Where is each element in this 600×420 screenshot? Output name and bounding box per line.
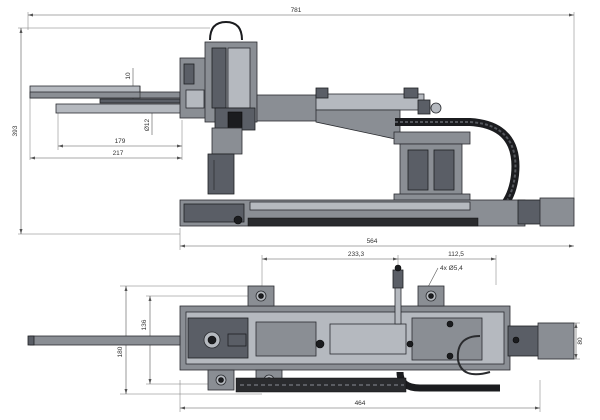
top-frame bbox=[179, 305, 511, 371]
dim-overall-width: 781 bbox=[27, 7, 575, 200]
dim-base-length-564: 564 bbox=[179, 228, 574, 250]
top-motor bbox=[507, 322, 575, 360]
dim-left-offset: 233,3 bbox=[261, 251, 399, 290]
dim-464-label: 464 bbox=[355, 400, 366, 407]
dim-781-label: 781 bbox=[291, 7, 302, 14]
dim-80-label: 80 bbox=[577, 337, 584, 345]
dim-180-label: 180 bbox=[117, 346, 124, 357]
dim-393-label: 393 bbox=[12, 125, 19, 136]
dim-overall-height: 393 bbox=[12, 27, 210, 235]
dim-finger-diameter: Ø12 bbox=[144, 110, 153, 135]
dim-d12-label: Ø12 bbox=[144, 118, 151, 131]
dim-233-label: 233,3 bbox=[348, 251, 365, 258]
sensor-post bbox=[392, 264, 404, 325]
gripper-head bbox=[179, 20, 258, 195]
side-view: 781 393 10 Ø12 179 bbox=[12, 7, 575, 250]
cable-loop bbox=[456, 335, 491, 376]
base-rail bbox=[179, 199, 526, 227]
dim-564-label: 564 bbox=[367, 238, 378, 245]
top-cable-chain bbox=[235, 371, 500, 393]
mounting-ears bbox=[207, 285, 445, 391]
dim-finger-length-179: 179 bbox=[57, 112, 183, 160]
dim-217-label: 217 bbox=[113, 150, 124, 157]
dim-136-label: 136 bbox=[141, 319, 148, 330]
top-finger-rod bbox=[27, 335, 181, 346]
dim-179-label: 179 bbox=[115, 138, 126, 145]
top-view: 233,3 112,5 4x Ø5,4 180 136 bbox=[27, 251, 584, 412]
dim-holes-label: 4x Ø5,4 bbox=[440, 265, 463, 272]
dim-finger-length-217: 217 bbox=[29, 96, 182, 160]
pedestal bbox=[393, 131, 471, 203]
gripper-fingers bbox=[29, 85, 183, 114]
dim-10-label: 10 bbox=[125, 72, 132, 80]
dim-right-offset: 112,5 bbox=[398, 251, 497, 285]
dim-112-label: 112,5 bbox=[448, 251, 464, 258]
motor bbox=[517, 197, 575, 227]
dim-base-464: 464 bbox=[179, 380, 541, 412]
horizontal-arm bbox=[256, 87, 442, 141]
